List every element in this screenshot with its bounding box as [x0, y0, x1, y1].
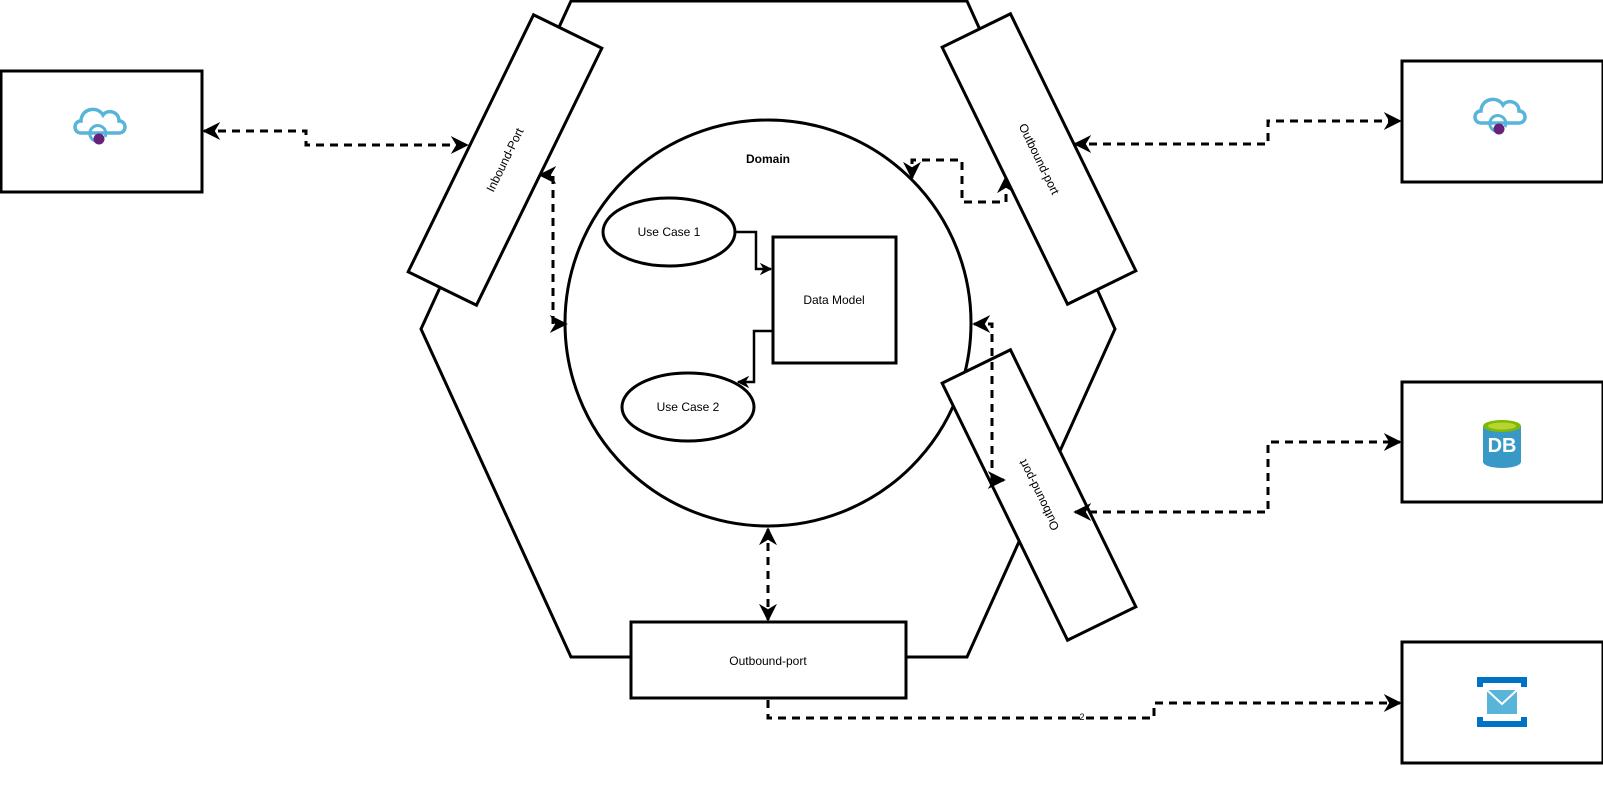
use-case-1[interactable]: Use Case 1 [601, 196, 737, 268]
datamodel-to-usecase2-arrow[interactable] [736, 329, 773, 389]
message-queue-icon [1477, 677, 1527, 727]
data-model-box[interactable]: Data Model [771, 235, 898, 365]
outbound-port-right-to-database-connector[interactable] [1073, 433, 1402, 521]
svg-text:DB: DB [1488, 435, 1517, 457]
use-case-2-label: Use Case 2 [657, 400, 720, 414]
cloud-service-icon [1473, 97, 1527, 135]
outbound-port-top-to-cloud-connector[interactable] [1073, 112, 1402, 153]
external-database[interactable]: DB [1400, 380, 1603, 504]
outbound-port-top[interactable]: Outbound-port [940, 11, 1138, 307]
outbound-port-bottom-label: Outbound-port [729, 654, 807, 668]
domain-title: Domain [746, 152, 790, 166]
domain-circle[interactable] [563, 118, 973, 528]
use-case-2[interactable]: Use Case 2 [620, 371, 756, 443]
external-cloud-service-right[interactable] [1400, 59, 1603, 184]
queue-connector-label: 2 [1079, 712, 1084, 722]
use-case-1-label: Use Case 1 [638, 225, 701, 239]
data-model-label: Data Model [803, 293, 864, 307]
outbound-port-bottom[interactable]: Outbound-port [629, 620, 908, 700]
inbound-port[interactable]: Inbound-Port [406, 12, 604, 308]
cloud-service-icon [73, 107, 127, 145]
left-cloud-to-inbound-port-connector[interactable] [202, 122, 469, 154]
database-icon: DB [1483, 420, 1521, 468]
inbound-port-to-domain-connector[interactable] [538, 166, 568, 333]
domain-to-outbound-port-top-connector[interactable] [903, 158, 1015, 204]
external-message-queue[interactable] [1400, 640, 1603, 765]
external-cloud-service-left[interactable] [0, 69, 204, 194]
usecase1-to-datamodel-arrow[interactable] [735, 230, 773, 276]
